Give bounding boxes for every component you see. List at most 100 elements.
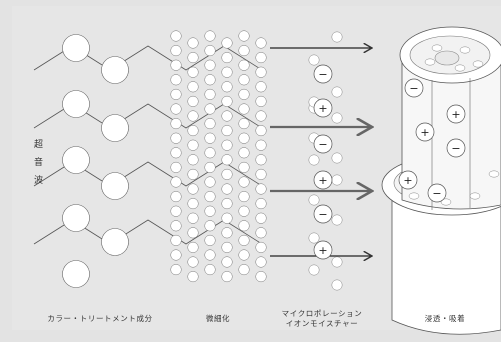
micro-particle <box>204 132 216 144</box>
ion-particle <box>331 152 343 164</box>
micro-particle <box>187 125 199 137</box>
adsorbed-particle <box>408 192 420 200</box>
micro-particle <box>187 37 199 49</box>
micro-particle <box>238 205 250 217</box>
micro-particle <box>255 66 267 78</box>
hair-cross-section: −++−+− <box>381 26 501 335</box>
treatment-droplet <box>62 34 90 62</box>
plus-ion <box>313 170 333 190</box>
micro-particle <box>221 198 233 210</box>
micro-particle <box>255 37 267 49</box>
micro-particle <box>204 30 216 42</box>
ultrasound-label-char-2: 音 <box>34 158 44 168</box>
treatment-droplet <box>101 56 129 84</box>
micro-particle <box>255 81 267 93</box>
micro-particle <box>221 183 233 195</box>
micro-particle <box>238 103 250 115</box>
plus-sign: + <box>318 174 327 187</box>
adsorbed-particle <box>424 58 436 66</box>
ultrasound-label-char-3: 波 <box>34 176 44 186</box>
micro-particle <box>221 125 233 137</box>
micro-particle <box>170 176 182 188</box>
micro-particle <box>204 161 216 173</box>
micro-particle <box>238 234 250 246</box>
ion-particle <box>331 279 343 291</box>
micro-particle <box>204 147 216 159</box>
cylinder-core <box>434 50 460 66</box>
micro-particle <box>187 256 199 268</box>
treatment-droplet <box>62 146 90 174</box>
micro-particle <box>170 88 182 100</box>
micro-particle <box>204 249 216 261</box>
micro-particle <box>187 154 199 166</box>
treatment-droplet <box>101 228 129 256</box>
ion-particle <box>308 194 320 206</box>
plus-ion <box>415 122 435 142</box>
minus-ion <box>313 64 333 84</box>
micro-particle <box>238 45 250 57</box>
plus-sign: + <box>403 174 412 187</box>
micro-particle <box>204 234 216 246</box>
micro-particle <box>255 256 267 268</box>
plus-ion <box>313 240 333 260</box>
adsorbed-particle <box>469 192 481 200</box>
micro-particle <box>204 59 216 71</box>
micro-particle <box>255 52 267 64</box>
micro-particle <box>204 74 216 86</box>
micro-particle <box>187 81 199 93</box>
micro-particle <box>221 81 233 93</box>
micro-particle <box>221 52 233 64</box>
micro-particle <box>187 66 199 78</box>
micro-particle <box>255 125 267 137</box>
ion-particle <box>331 112 343 124</box>
micro-particle <box>187 168 199 180</box>
micro-particle <box>204 205 216 217</box>
treatment-droplets <box>62 34 129 288</box>
ion-particle <box>308 264 320 276</box>
micro-particle <box>170 161 182 173</box>
micro-particle <box>187 227 199 239</box>
minus-sign: − <box>432 187 441 200</box>
caption-treatment-ingredients: カラー・トリートメント成分 <box>47 314 153 323</box>
micro-particle <box>255 241 267 253</box>
micro-particle <box>255 198 267 210</box>
micro-particle <box>170 191 182 203</box>
micro-particle <box>255 110 267 122</box>
ion-particle <box>331 214 343 226</box>
plus-sign: + <box>318 102 327 115</box>
ion-moisture-particles: −+−+−+ <box>308 31 343 291</box>
caption-penetration-adsorption: 浸透・吸着 <box>424 314 466 323</box>
minus-sign: − <box>318 208 327 221</box>
caption-ion-moisture: イオンモイスチャー <box>285 319 359 328</box>
micro-particle <box>204 220 216 232</box>
adsorbed-particle <box>488 170 500 178</box>
micro-particle <box>238 220 250 232</box>
micro-particle <box>221 139 233 151</box>
micro-particle <box>170 220 182 232</box>
micro-particle <box>255 227 267 239</box>
micro-particle <box>204 118 216 130</box>
micro-particle <box>170 249 182 261</box>
micro-particle <box>170 30 182 42</box>
micro-particle <box>170 132 182 144</box>
micro-particle <box>238 249 250 261</box>
micro-particle <box>238 147 250 159</box>
flow-arrows <box>270 48 372 256</box>
micro-particle <box>187 139 199 151</box>
caption-microporation: マイクロポレーション <box>281 309 363 318</box>
micro-particle <box>204 103 216 115</box>
plus-sign: + <box>318 244 327 257</box>
micro-particle <box>238 59 250 71</box>
treatment-droplet <box>62 260 90 288</box>
micro-particle <box>170 103 182 115</box>
micro-particle <box>238 264 250 276</box>
adsorbed-particle <box>459 46 471 54</box>
micro-particle <box>204 88 216 100</box>
micro-particle <box>221 66 233 78</box>
micro-particle <box>170 264 182 276</box>
micro-particle <box>238 74 250 86</box>
micro-particle <box>238 161 250 173</box>
micro-particle <box>187 212 199 224</box>
adsorbed-particle <box>440 198 452 206</box>
micro-particle <box>170 45 182 57</box>
